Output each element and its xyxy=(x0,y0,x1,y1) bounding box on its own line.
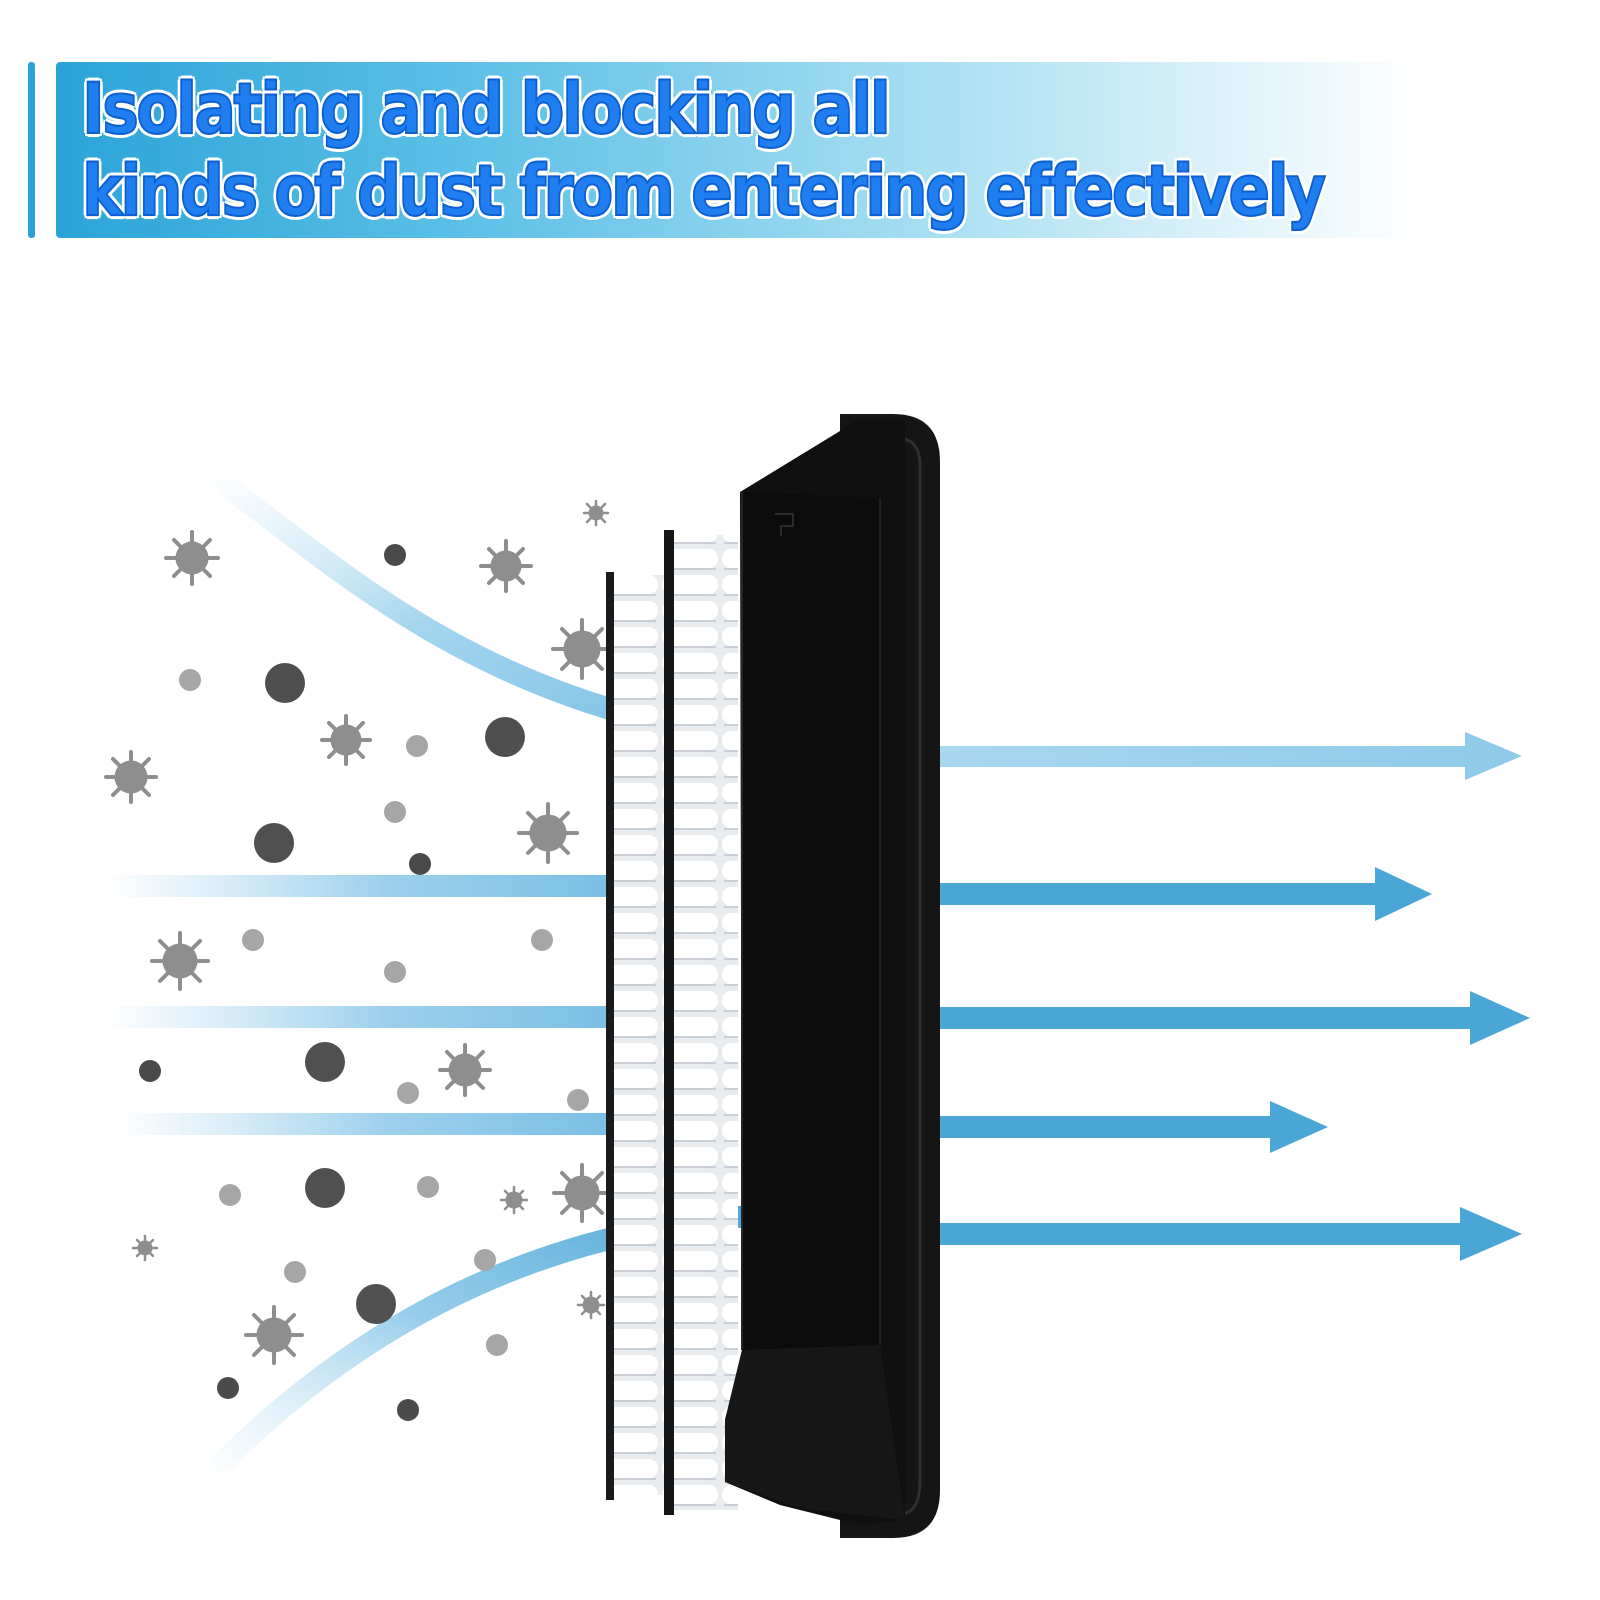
virus-icon xyxy=(479,539,533,593)
virus-icon xyxy=(150,931,210,991)
headline: Isolating and blocking all kinds of dust… xyxy=(81,67,1327,233)
arrow-right-icon xyxy=(940,732,1522,780)
filter-frame-middle xyxy=(664,530,674,1515)
headline-line-1: Isolating and blocking all xyxy=(81,67,892,151)
virus-icon xyxy=(517,802,579,864)
dust-dot-icon xyxy=(384,544,406,566)
virus-icon xyxy=(320,714,372,766)
arrow-right-icon xyxy=(940,867,1432,921)
dust-dot-icon xyxy=(384,961,406,983)
dust-dot-icon xyxy=(406,735,428,757)
dust-dot-icon xyxy=(139,1060,161,1082)
air-filter xyxy=(606,414,940,1538)
dust-dot-icon xyxy=(219,1184,241,1206)
filter-frame-back xyxy=(606,572,614,1500)
dust-dot-icon xyxy=(284,1261,306,1283)
virus-icon xyxy=(499,1185,529,1215)
virus-icon xyxy=(104,750,158,804)
virus-icon xyxy=(582,499,610,527)
virus-icon xyxy=(551,618,613,680)
filter-housing-face xyxy=(742,492,880,1350)
dust-dot-icon xyxy=(409,853,431,875)
dust-dot-icon xyxy=(531,929,553,951)
arrow-right-icon xyxy=(940,1101,1328,1153)
dust-dot-icon xyxy=(265,663,305,703)
dust-dot-icon xyxy=(397,1082,419,1104)
dust-dot-icon xyxy=(254,823,294,863)
airflow-in-1 xyxy=(105,875,725,897)
virus-icon xyxy=(244,1305,304,1365)
virus-icon xyxy=(552,1163,612,1223)
virus-icon xyxy=(438,1043,492,1097)
dust-dot-icon xyxy=(474,1249,496,1271)
banner-accent-bar xyxy=(28,62,35,238)
dust-dot-icon xyxy=(397,1399,419,1421)
virus-particles xyxy=(104,499,613,1365)
dust-particles xyxy=(139,544,589,1421)
dust-dot-icon xyxy=(567,1089,589,1111)
airflow-in-3 xyxy=(115,1113,725,1135)
filter-pleats-front xyxy=(672,535,738,1510)
arrow-right-icon xyxy=(940,1207,1522,1261)
dust-dot-icon xyxy=(384,801,406,823)
dust-dot-icon xyxy=(305,1042,345,1082)
dust-dot-icon xyxy=(485,717,525,757)
filter-pleats-back xyxy=(612,575,672,1495)
airflow-out-arrows xyxy=(940,732,1530,1261)
virus-icon xyxy=(131,1234,159,1262)
banner-background xyxy=(56,62,1416,238)
dust-dot-icon xyxy=(217,1377,239,1399)
virus-icon xyxy=(576,1290,606,1320)
dust-dot-icon xyxy=(305,1168,345,1208)
dust-dot-icon xyxy=(179,669,201,691)
dust-dot-icon xyxy=(242,929,264,951)
dust-dot-icon xyxy=(356,1284,396,1324)
dust-dot-icon xyxy=(486,1334,508,1356)
arrow-right-icon xyxy=(940,991,1530,1045)
dust-dot-icon xyxy=(417,1176,439,1198)
headline-line-2: kinds of dust from entering effectively xyxy=(81,149,1327,233)
airflow-in-2 xyxy=(105,1006,725,1028)
virus-icon xyxy=(164,530,220,586)
